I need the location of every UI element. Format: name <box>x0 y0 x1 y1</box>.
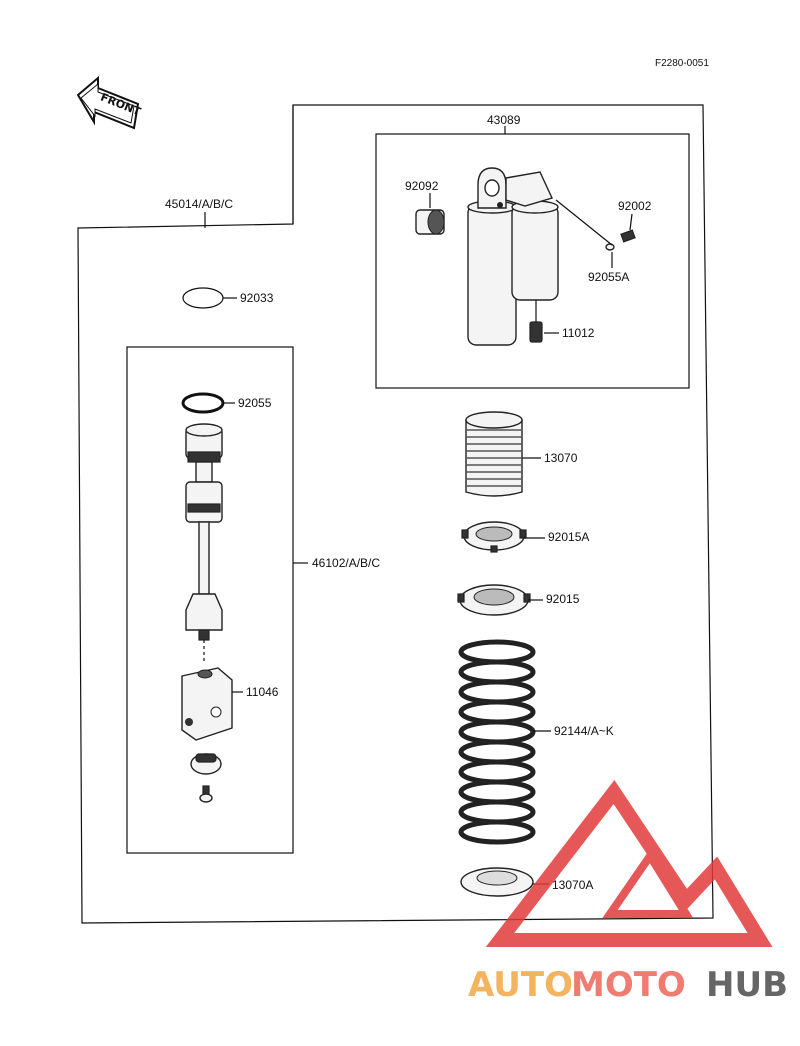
shock-body <box>467 167 559 346</box>
label-92015: 92015 <box>546 592 580 606</box>
label-92015A: 92015A <box>548 530 589 544</box>
label-92002: 92002 <box>618 199 652 213</box>
screw <box>199 785 213 803</box>
svg-text:HUB: HUB <box>706 965 788 1005</box>
spring-92144 <box>458 639 536 845</box>
seat-13070A <box>460 867 534 897</box>
figure-reference: F2280-0051 <box>655 58 709 69</box>
valve-11012 <box>529 321 543 343</box>
adjuster-knob <box>190 753 222 775</box>
label-11012: 11012 <box>562 326 595 340</box>
label-43089: 43089 <box>487 113 521 127</box>
label-11046: 11046 <box>246 685 279 699</box>
snap-ring-92033 <box>182 287 224 309</box>
label-92033: 92033 <box>240 291 274 305</box>
svg-text:AUTO: AUTO <box>468 965 573 1005</box>
front-arrow-icon: FRONT <box>76 75 143 130</box>
bolt-92002 <box>605 229 636 251</box>
watermark-logo <box>485 779 773 947</box>
label-46102: 46102/A/B/C <box>312 556 380 570</box>
nut-92015 <box>457 584 531 616</box>
svg-text:MOTO: MOTO <box>571 965 686 1005</box>
label-92144: 92144/A~K <box>554 724 614 738</box>
boot-13070 <box>465 411 523 497</box>
shock-body-box <box>375 133 690 389</box>
label-45014: 45014/A/B/C <box>165 197 233 211</box>
label-13070: 13070 <box>544 451 578 465</box>
piston-rod-box <box>126 346 294 854</box>
watermark-text: AUTO MOTO HUB <box>468 965 788 1005</box>
label-92092: 92092 <box>405 179 439 193</box>
o-ring-92055 <box>181 392 225 414</box>
label-92055: 92055 <box>238 396 272 410</box>
label-13070A: 13070A <box>552 878 593 892</box>
label-92055A: 92055A <box>588 270 629 284</box>
bushing-92092 <box>415 209 445 235</box>
piston-rod <box>185 423 223 664</box>
clevis-11046 <box>181 667 233 741</box>
locknut-92015A <box>461 521 527 553</box>
